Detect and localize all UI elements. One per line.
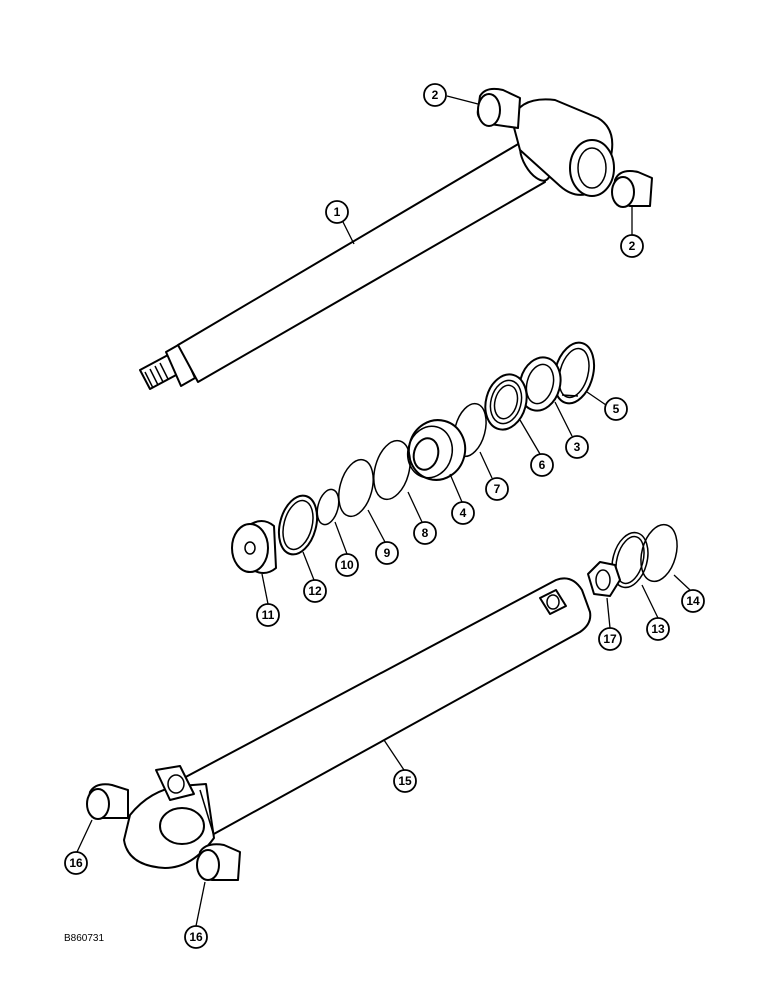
piston-rod — [139, 98, 615, 390]
callout-number: 15 — [398, 774, 412, 788]
callout-number: 17 — [603, 632, 617, 646]
callout: 10 — [335, 553, 359, 577]
callout: 15 — [393, 769, 417, 793]
callout-number: 16 — [189, 930, 203, 944]
callout-number: 2 — [432, 88, 439, 102]
leader-lines — [76, 95, 691, 927]
callout-number: 7 — [494, 482, 501, 496]
callout-number: 2 — [629, 239, 636, 253]
callout-number: 5 — [613, 402, 620, 416]
o-ring-13 — [611, 531, 649, 589]
callout-number: 1 — [334, 205, 341, 219]
callout: 4 — [451, 501, 475, 525]
callout-number: 16 — [69, 856, 83, 870]
callout: 5 — [604, 397, 628, 421]
callout-number: 3 — [574, 440, 581, 454]
callout-number: 9 — [384, 546, 391, 560]
callout: 7 — [485, 477, 509, 501]
callout: 8 — [413, 521, 437, 545]
o-ring-9 — [338, 458, 374, 518]
callout: 12 — [303, 579, 327, 603]
bushing-base-right — [196, 843, 241, 881]
callout: 16 — [64, 851, 88, 875]
callout-number: 10 — [340, 558, 354, 572]
callout: 14 — [681, 589, 705, 613]
bushing-upper — [476, 87, 521, 129]
gland — [406, 419, 467, 481]
bushing-lower-right — [611, 170, 653, 208]
callout: 2 — [423, 83, 447, 107]
callout-number: 12 — [308, 584, 322, 598]
cylinder-barrel — [123, 577, 592, 869]
hex-nut — [587, 561, 621, 597]
callout: 13 — [646, 617, 670, 641]
callout-number: 11 — [262, 608, 275, 622]
callout: 17 — [598, 627, 622, 651]
figure-id: B860731 — [64, 933, 105, 944]
callout: 6 — [530, 453, 554, 477]
o-ring-14 — [640, 523, 678, 583]
callout-number: 4 — [460, 506, 467, 520]
callout: 11 — [256, 603, 280, 627]
callout: 3 — [565, 435, 589, 459]
callout: 9 — [375, 541, 399, 565]
callout-number: 8 — [422, 526, 429, 540]
callout: 2 — [620, 234, 644, 258]
piston-ring — [277, 494, 319, 556]
bushing-base-left — [86, 783, 129, 820]
callout-number: 6 — [539, 458, 546, 472]
piston — [231, 520, 277, 574]
rod-seal — [484, 373, 528, 431]
o-ring-8 — [373, 439, 411, 501]
o-ring-10 — [316, 488, 340, 526]
callout-number: 13 — [651, 622, 665, 636]
callout: 16 — [184, 925, 208, 949]
callout-number: 14 — [686, 594, 700, 608]
callout: 1 — [325, 200, 349, 224]
